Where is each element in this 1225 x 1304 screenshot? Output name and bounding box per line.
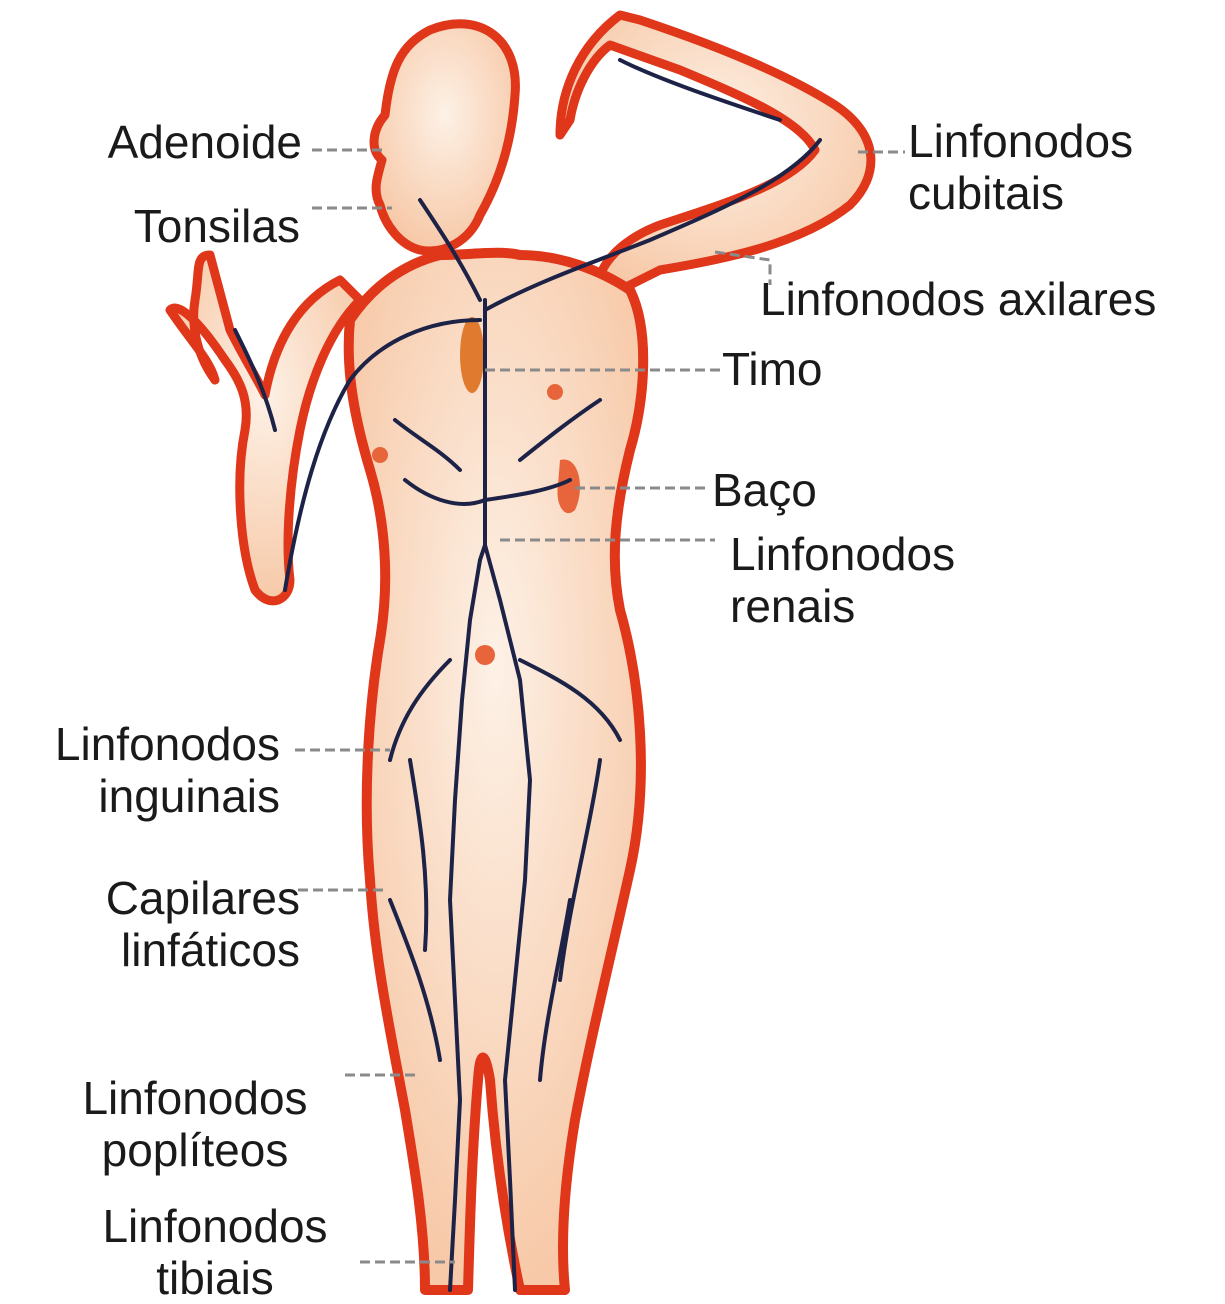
node-breast-right bbox=[547, 384, 563, 400]
label-line: linfáticos bbox=[55, 924, 300, 976]
label-line: Timo bbox=[722, 343, 823, 395]
label-line: Linfonodos bbox=[730, 528, 955, 580]
node-breast-left bbox=[372, 447, 388, 463]
label-renais: Linfonodos renais bbox=[730, 528, 955, 632]
label-line: cubitais bbox=[908, 167, 1133, 219]
label-tibiais: Linfonodos tibiais bbox=[75, 1200, 355, 1304]
label-line: Baço bbox=[712, 464, 817, 516]
head bbox=[374, 24, 515, 251]
label-line: Linfonodos bbox=[10, 718, 280, 770]
label-baco: Baço bbox=[712, 464, 817, 516]
label-line: Linfonodos bbox=[908, 115, 1133, 167]
label-line: Capilares bbox=[55, 872, 300, 924]
label-line: inguinais bbox=[10, 770, 280, 822]
label-line: renais bbox=[730, 580, 955, 632]
label-axilares: Linfonodos axilares bbox=[760, 273, 1156, 325]
lowered-arm bbox=[170, 255, 360, 601]
label-capilares: Capilares linfáticos bbox=[55, 872, 300, 976]
thymus bbox=[460, 317, 484, 393]
label-adenoide: Adenoide bbox=[70, 116, 302, 168]
label-line: Linfonodos axilares bbox=[760, 273, 1156, 325]
label-line: Tonsilas bbox=[100, 200, 300, 252]
label-cubitais: Linfonodos cubitais bbox=[908, 115, 1133, 219]
label-line: Linfonodos bbox=[75, 1200, 355, 1252]
label-tonsilas: Tonsilas bbox=[100, 200, 300, 252]
label-inguinais: Linfonodos inguinais bbox=[10, 718, 280, 822]
label-popliteos: Linfonodos poplíteos bbox=[55, 1072, 335, 1176]
label-line: poplíteos bbox=[55, 1124, 335, 1176]
node-pelvis bbox=[475, 645, 495, 665]
label-timo: Timo bbox=[722, 343, 823, 395]
label-line: Linfonodos bbox=[55, 1072, 335, 1124]
label-line: Adenoide bbox=[70, 116, 302, 168]
label-line: tibiais bbox=[75, 1252, 355, 1304]
